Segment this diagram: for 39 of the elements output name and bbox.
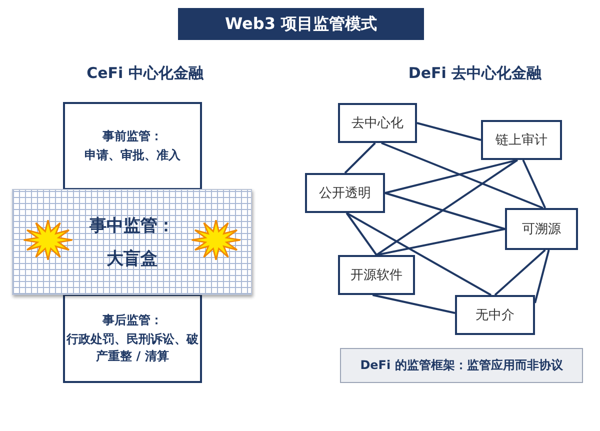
title-banner: Web3 项目监管模式 [178,8,424,40]
connector-line [372,294,456,314]
node-text: 大盲盒 [106,248,158,270]
node-text: 无中介 [476,307,514,324]
node-text: 公开透明 [319,185,371,202]
connector-line [534,250,550,304]
connector-line [522,160,546,208]
connector-line [344,142,376,174]
node-text: 行政处罚、民刑诉讼、破产重整 / 清算 [65,331,200,365]
framework-box [340,348,583,383]
connector-line [384,192,506,230]
section-heading: CeFi 中心化金融 [86,64,204,83]
concept-box [481,120,562,160]
node-text: 去中心化 [352,115,404,132]
node-text: 链上审计 [496,132,548,149]
node-text: 事前监管： [102,128,162,145]
regulation-box [63,102,202,190]
connector-line [346,212,378,256]
node-text: 事中监管： [90,215,174,237]
node-text: 事后监管： [102,312,162,329]
node-text: 申请、审批、准入 [84,147,180,164]
connector-line [494,249,546,296]
concept-box [455,295,535,335]
connector-line [376,159,518,256]
concept-box [305,173,385,213]
connector-line [376,228,506,256]
concept-box [505,208,578,250]
section-heading: DeFi 去中心化金融 [407,64,543,83]
concept-box [338,255,415,295]
node-text: 开源软件 [350,267,402,284]
node-text: 可溯源 [522,221,561,238]
blind-box-band [12,189,252,295]
node-text: DeFi 的监管框架：监管应用而非协议 [360,357,563,374]
concept-box [338,103,417,143]
connector-line [381,142,544,209]
connector-line [416,122,482,141]
regulation-box [63,294,202,383]
connector-line [384,159,518,194]
connector-line [346,212,492,296]
